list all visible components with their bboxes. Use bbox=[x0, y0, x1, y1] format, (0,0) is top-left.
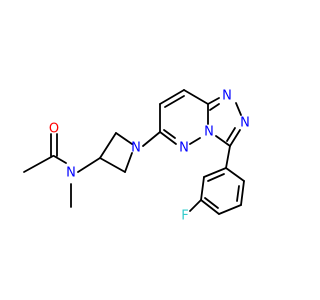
bond-pyr-c5-c4 bbox=[159, 89, 185, 105]
bond-pyr-n1-c6-b bbox=[163, 129, 176, 139]
bond-ph-6 bbox=[203, 167, 227, 178]
bond-azetidine-4 bbox=[99, 157, 126, 173]
atom-label-azetidine-n: N bbox=[131, 141, 141, 156]
bond-pyr-c5-c4-inner bbox=[164, 95, 185, 108]
atom-label-amide-n: N bbox=[66, 166, 76, 181]
bond-c-f bbox=[189, 199, 202, 212]
molecule-structure: O N N N N N N F bbox=[23, 89, 250, 224]
bond-azetidine-3 bbox=[124, 152, 133, 173]
bond-ph-2 bbox=[240, 180, 245, 206]
bond-pyr-n1-c6-a bbox=[159, 131, 177, 145]
bond-ph-6-inner bbox=[207, 173, 225, 182]
bond-group bbox=[23, 89, 245, 215]
atom-label-group: O N N N N N N F bbox=[49, 89, 250, 224]
bond-methyl-carbonyl bbox=[23, 155, 54, 173]
bond-ph-3 bbox=[218, 204, 242, 215]
bond-azetidine-pyridazine bbox=[142, 131, 161, 147]
bond-azetidine-2 bbox=[115, 132, 133, 145]
bond-ph-1 bbox=[225, 167, 245, 182]
bond-amide-n-azetidine bbox=[77, 157, 101, 173]
bond-carbonyl-amide-n bbox=[53, 155, 67, 164]
bond-ph-5 bbox=[200, 176, 205, 201]
structure-canvas: O N N N N N N F bbox=[23, 89, 250, 224]
bond-ph-2-inner bbox=[236, 185, 240, 202]
atom-label-triazole-n2: N bbox=[240, 116, 250, 131]
bond-pyr-n4-n1 bbox=[189, 137, 201, 145]
bond-ph-4-inner bbox=[204, 197, 219, 209]
bond-tri-c8a-n-inner bbox=[209, 103, 220, 111]
atom-label-triazole-n1: N bbox=[222, 89, 232, 104]
atom-label-fluorine: F bbox=[181, 209, 188, 224]
atom-label-pyridazine-n1: N bbox=[179, 141, 189, 156]
bond-tri-c8a-n bbox=[207, 97, 220, 105]
bond-tri-n-n bbox=[235, 102, 242, 116]
bond-tri-c3-n4 bbox=[215, 135, 231, 147]
atom-label-carbonyl-o: O bbox=[49, 122, 59, 137]
bond-pyr-c4-c8a bbox=[183, 89, 209, 105]
bond-tri-n-c3 bbox=[229, 129, 241, 147]
bond-triazole-phenyl bbox=[225, 145, 231, 169]
atom-label-pyridazine-n2: N bbox=[204, 125, 214, 140]
bond-ph-4 bbox=[200, 199, 220, 215]
bond-tri-n-c3-inner bbox=[226, 127, 236, 142]
bond-azetidine-1 bbox=[99, 132, 117, 159]
